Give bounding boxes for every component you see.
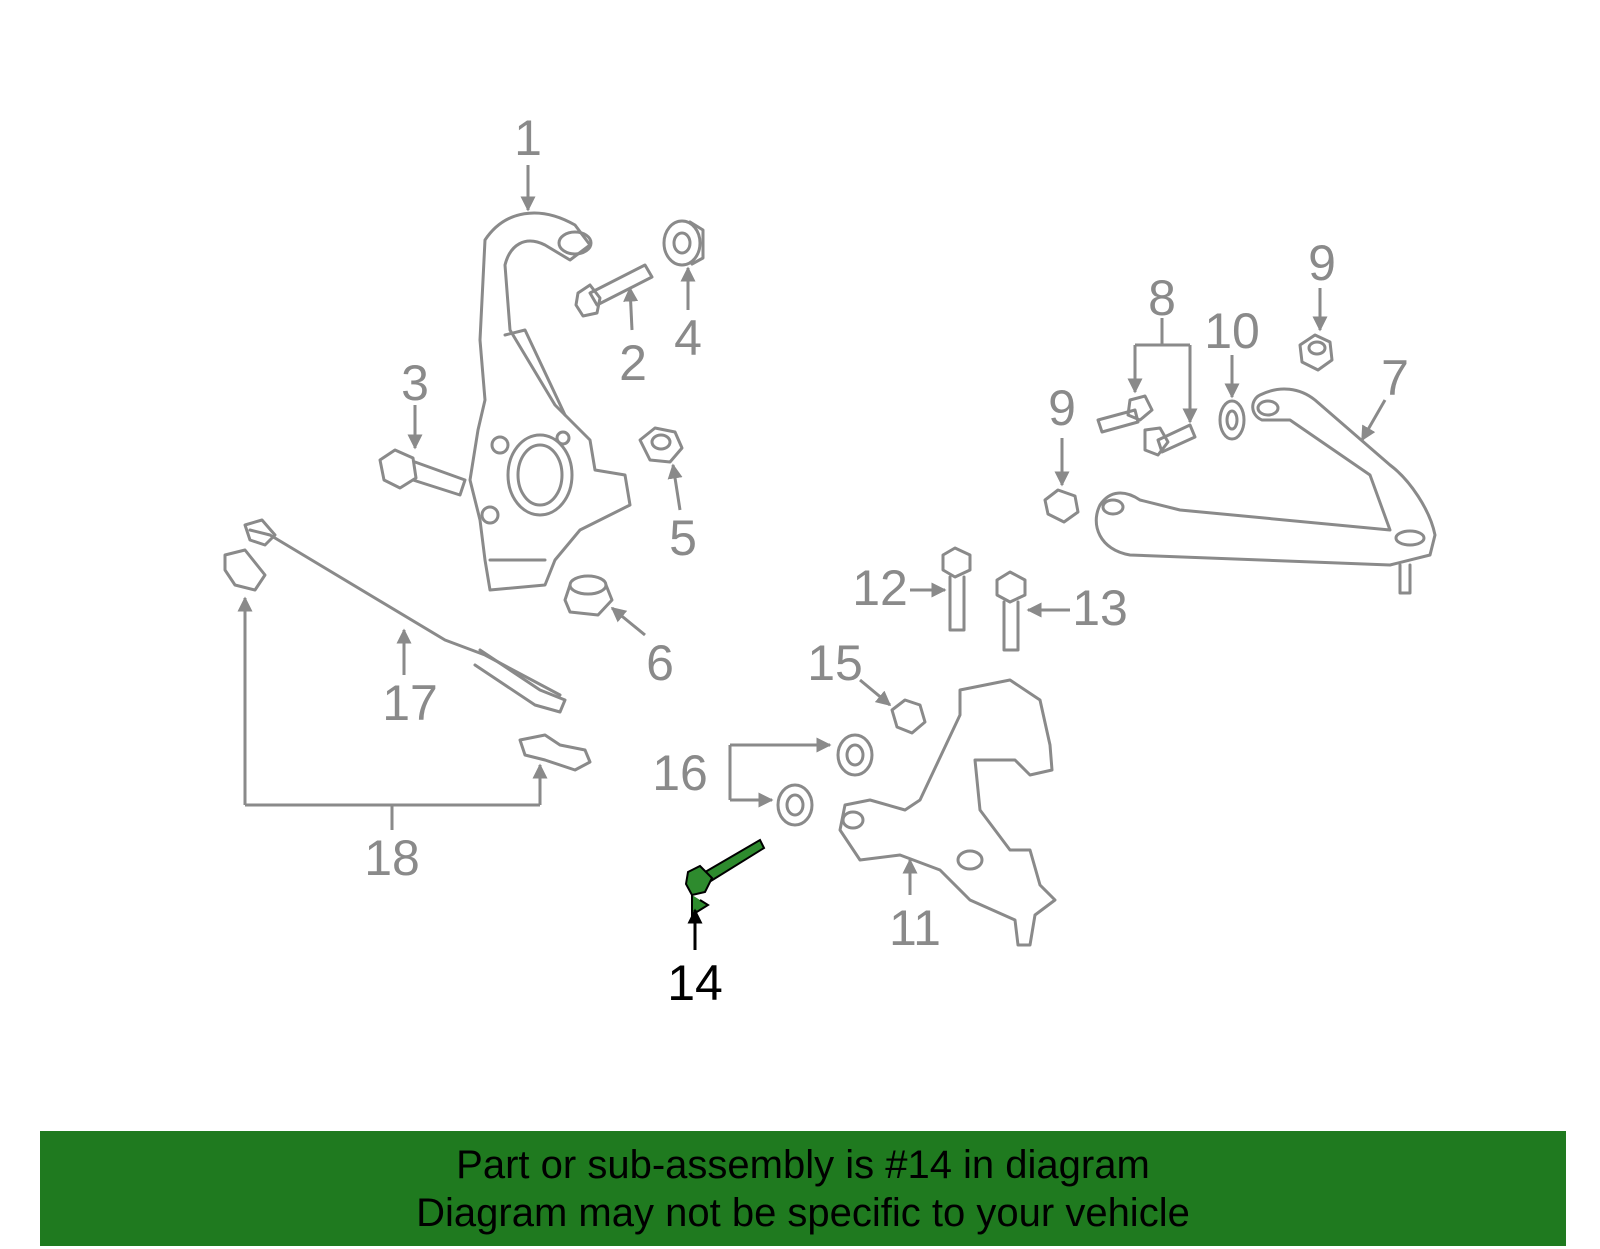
callout-12: 12 [852, 560, 908, 616]
callout-labels: 1 2 3 4 5 6 7 8 9 9 10 11 12 13 14 15 16… [364, 110, 1409, 1011]
callout-15: 15 [807, 635, 863, 691]
lower-control-arm-part [838, 678, 1057, 947]
bolt-13-part [995, 570, 1027, 652]
nut-5-part [638, 426, 684, 464]
callout-8: 8 [1148, 270, 1176, 326]
callout-14: 14 [667, 955, 723, 1011]
callout-6: 6 [646, 635, 674, 691]
callout-2: 2 [619, 335, 647, 391]
upper-control-arm-part [1094, 387, 1437, 595]
callout-11: 11 [889, 900, 941, 956]
callout-5: 5 [669, 510, 697, 566]
callout-7: 7 [1381, 350, 1409, 406]
callout-9-lower: 9 [1048, 380, 1076, 436]
nut-9-upper-part [1298, 333, 1334, 372]
steering-knuckle-part [468, 211, 632, 592]
leader-lines [237, 165, 1387, 950]
clip-18-part [518, 733, 592, 772]
caption-banner: Part or sub-assembly is #14 in diagram D… [40, 1131, 1566, 1246]
caption-line-1: Part or sub-assembly is #14 in diagram [456, 1143, 1150, 1187]
callout-18: 18 [364, 830, 420, 886]
callout-4: 4 [674, 310, 702, 366]
callout-10: 10 [1204, 303, 1260, 359]
callout-13: 13 [1072, 580, 1128, 636]
bolt-14-highlighted-part [684, 838, 766, 917]
nut-15-part [890, 698, 927, 735]
bolts-8-part [1096, 394, 1197, 457]
bolt-12-part [941, 546, 972, 632]
bolt-2-part [574, 263, 654, 318]
bushing-4-part [662, 219, 705, 267]
callout-9-upper: 9 [1308, 235, 1336, 291]
nut-9-lower-part [1043, 488, 1080, 524]
washers-16-part [776, 733, 874, 827]
sensor-cable-17-part [223, 518, 567, 714]
callout-17: 17 [382, 675, 438, 731]
callout-3: 3 [401, 355, 429, 411]
bolt-3-part [378, 448, 467, 497]
washer-10-part [1218, 399, 1246, 441]
callout-1: 1 [514, 110, 542, 166]
callout-16: 16 [652, 745, 708, 801]
caption-line-2: Diagram may not be specific to your vehi… [416, 1191, 1190, 1235]
bushing-6-part [563, 574, 614, 617]
